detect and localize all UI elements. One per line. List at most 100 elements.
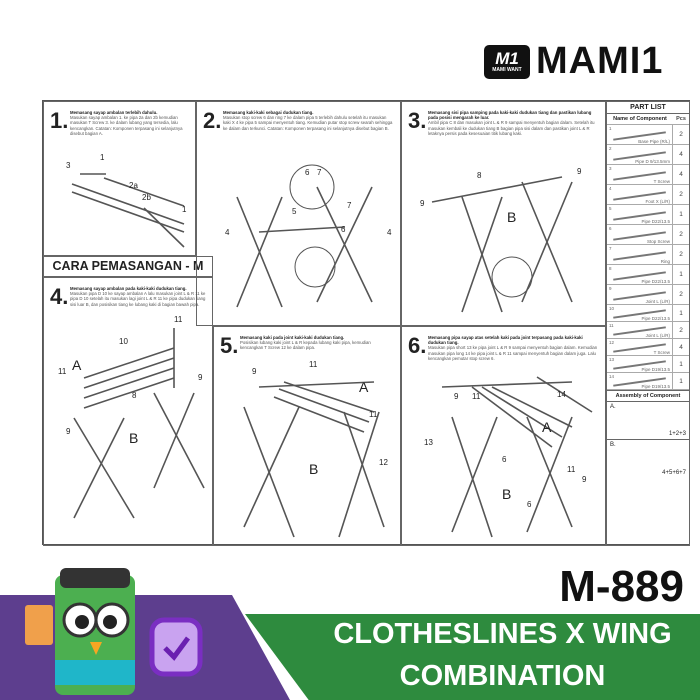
label: B	[309, 461, 318, 477]
part-number: 5	[609, 206, 612, 211]
part-qty: 1	[679, 309, 683, 317]
part-qty: 4	[679, 151, 683, 158]
label: 11	[369, 410, 378, 419]
banner-green-bg	[245, 614, 700, 700]
label: 4	[387, 228, 392, 237]
label: 9	[198, 373, 203, 382]
label: 9	[454, 392, 459, 401]
part-name: T Screw	[653, 350, 670, 355]
part-name: Ring	[660, 259, 670, 264]
label: 6	[341, 225, 346, 234]
step-6-diagram: 9 11 14 A 13 6 B 11 9 6	[424, 376, 593, 538]
part-list-title: PART LIST	[607, 102, 689, 114]
label: 13	[424, 438, 433, 447]
part-number: 9	[609, 286, 612, 291]
label: 12	[379, 458, 388, 467]
label: 5	[292, 207, 297, 216]
label: 9	[577, 167, 582, 176]
step-body: Masukan sayap ambalan 1. ke pipa 2a dan …	[70, 115, 183, 136]
part-qty: 2	[679, 131, 683, 138]
step-3-diagram: 8 9 9 B	[420, 167, 582, 313]
step-1: 1. Memasang sayap ambalan terlebih dahul…	[43, 101, 196, 256]
step-body: Posisikan lubang kaki joint L & R kepada…	[240, 340, 371, 351]
product-name-line-2: COMBINATION	[399, 660, 606, 692]
label: 11	[472, 392, 481, 401]
step-heading: Memasang pipa sayap atas setelah kaki pa…	[428, 335, 583, 346]
part-number: 1	[609, 126, 612, 131]
step-number: 1.	[50, 108, 69, 133]
label: 9	[420, 199, 425, 208]
step-text: Memasang kaki pada joint kaki-kaki duduk…	[240, 335, 394, 351]
step-6: 6. Memasang pipa sayap atas setelah kaki…	[401, 326, 606, 546]
part-number: 2	[609, 146, 612, 151]
step-heading: Memasang kaki-kaki sebagai dudukan tiang…	[223, 110, 314, 115]
label: A	[359, 379, 369, 395]
step-number: 5.	[220, 333, 239, 358]
step-number: 4.	[50, 284, 69, 309]
label: 7	[347, 201, 352, 210]
label: A	[542, 419, 552, 435]
label: 11	[58, 367, 67, 376]
step-4: 4. Memasang sayap ambalan pada kaki-kaki…	[43, 277, 213, 546]
brand-name: MAMI1	[536, 40, 664, 82]
part-number: 8	[609, 266, 612, 271]
part-qty: 4	[679, 343, 683, 351]
logo-mark: M1	[495, 49, 519, 68]
check-badge-icon	[149, 617, 203, 677]
assembly-a: A. 1+2+3	[607, 402, 689, 440]
label: 6	[527, 500, 532, 509]
part-name: Pipe D19/13.5	[641, 367, 670, 372]
label: 1	[100, 153, 105, 162]
col-qty: Pcs	[676, 116, 686, 122]
step-body: Masukan stop screw 6 dan ring 7 ke dalam…	[223, 115, 393, 131]
part-name: Pipe D22/13.5	[641, 279, 670, 284]
part-number: 7	[609, 246, 612, 251]
label: 6	[305, 168, 310, 177]
assembly-formula: 1+2+3	[668, 431, 686, 437]
part-number: 14	[609, 374, 615, 379]
step-heading: Memasang sisi pipa samping pada kaki-kak…	[428, 110, 592, 121]
part-qty: 2	[679, 231, 683, 238]
part-list-header: Name of Component Pcs	[607, 114, 689, 125]
step-heading: Memasang sayap ambalan pada kaki-kaki du…	[70, 286, 187, 291]
part-name: Joint L (L/R)	[645, 333, 670, 338]
part-qty: 1	[679, 377, 683, 385]
label: 7	[317, 168, 322, 177]
owl-shopping-bag-mascot	[25, 568, 203, 695]
label: 1	[182, 205, 187, 214]
part-qty: 1	[679, 360, 683, 368]
label: 3	[66, 161, 71, 170]
product-name-line-1: CLOTHESLINES X WING	[333, 618, 672, 650]
part-name: T Screw	[653, 179, 670, 184]
logo-tagline: MAMI WANT	[492, 67, 522, 73]
label: 6	[502, 455, 507, 464]
step-text: Memasang sisi pipa samping pada kaki-kak…	[428, 110, 599, 136]
step-body: Masukan pipa short 13 ke pipa joint L & …	[428, 345, 598, 361]
step-1-diagram: 1 3 2a 2b 1	[66, 153, 187, 248]
part-name: Pipe D22/13.5	[641, 316, 670, 321]
label: 9	[252, 367, 257, 376]
step-5: 5. Memasang kaki pada joint kaki-kaki du…	[213, 326, 401, 546]
step-2-diagram: 6 7 5 7 4 4 6	[225, 164, 392, 308]
label: B	[502, 486, 511, 502]
label: B	[507, 209, 516, 225]
assembly-label: B.	[610, 442, 616, 448]
